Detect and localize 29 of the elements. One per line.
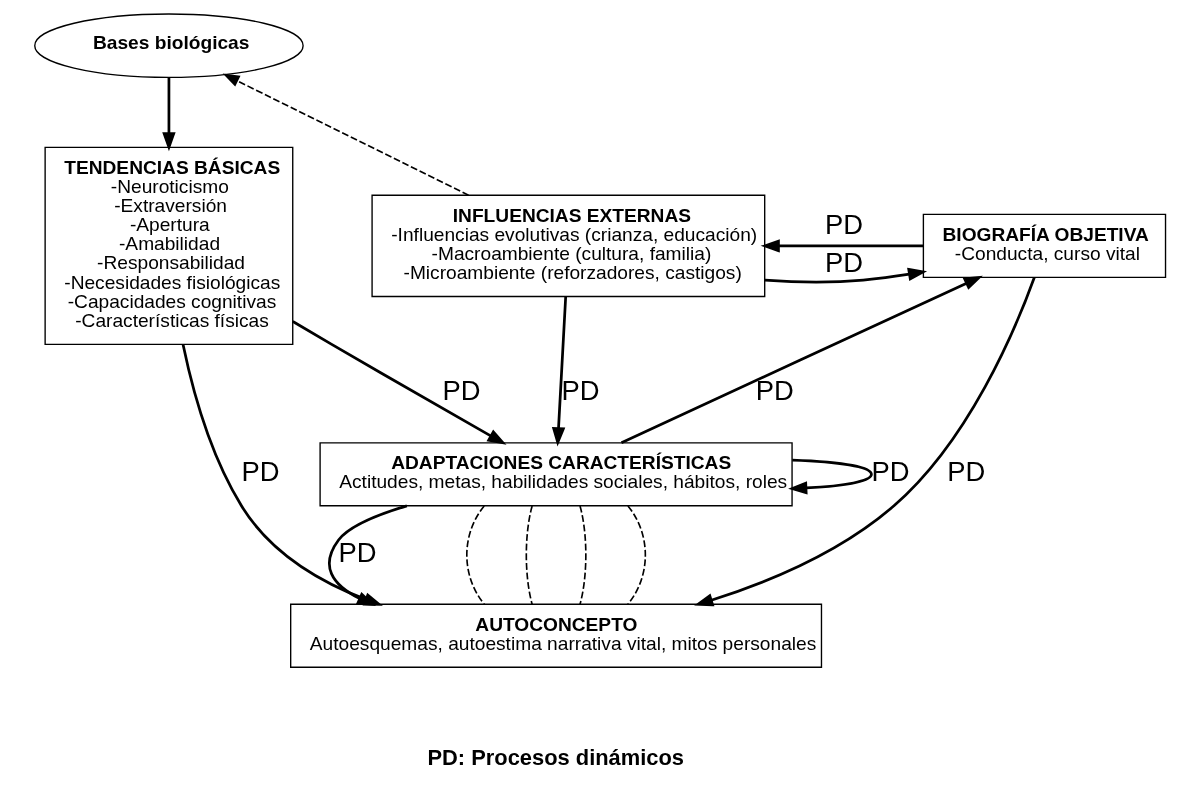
arrow [760,239,924,253]
connector [525,505,533,606]
edge-label: PD [947,456,986,488]
node-box: BIOGRAFÍA OBJETIVA -Conducta, curso vital [922,213,1167,279]
edge-label: PD [241,456,280,488]
edge-label: PD [824,208,863,240]
connector [466,505,486,606]
node-box: AUTOCONCEPTO Autoesquemas, autoestima narrativa vital, mitos personales [290,603,823,668]
arrow [292,320,507,445]
edge-label: PD [561,375,600,407]
arrow [764,267,928,284]
edge-label: PD [338,536,377,568]
connector [627,505,647,606]
node-box: TENDENCIAS BÁSICAS -Neuroticismo -Extraversión -Apertura -Amabilidad -Responsabilidad -Necesidades fisiológicas -Capacidades cognitivas -Características físicas [44,146,294,346]
connector [579,505,587,606]
arrow [694,277,1036,607]
label: PD: Procesos dinámicos [427,745,684,771]
edge-label: PD [871,456,910,488]
arrow [551,296,568,447]
arrow [620,275,983,444]
edge-label: PD [755,375,794,407]
edge-label: PD [824,246,863,278]
node-box: INFLUENCIAS EXTERNAS -Influencias evolutivas (crianza, educación) -Macroambiente (cultura, familia) -Microambiente (reforzadores, castigos) [371,194,766,298]
arrow [788,458,873,495]
arrow [162,77,176,152]
node-ellipse: Bases biológicas [34,13,304,79]
edge-label: PD [442,375,481,407]
node-box: ADAPTACIONES CARACTERÍSTICAS Actitudes, metas, habilidades sociales, hábitos, roles [319,442,793,507]
arrow [222,73,470,196]
